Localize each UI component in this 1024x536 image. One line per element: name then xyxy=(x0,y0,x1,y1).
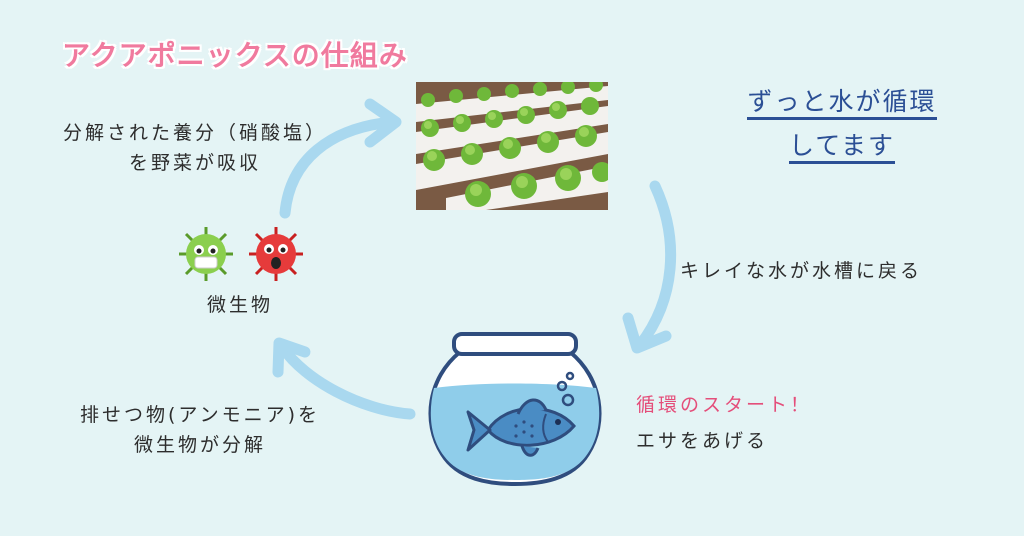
nutrient-absorb-line2: を野菜が吸収 xyxy=(128,152,261,174)
fish-icon xyxy=(466,398,576,457)
start-label: 循環のスタート！ エサをあげる xyxy=(636,390,856,456)
fishbowl-icon xyxy=(428,332,602,487)
start-line2: エサをあげる xyxy=(636,430,769,452)
page-title: アクアポニックスの仕組み xyxy=(62,39,408,72)
waste-decompose-line2: 微生物が分解 xyxy=(133,434,266,456)
arrow-to-tank xyxy=(634,180,677,351)
arrow-head-tank xyxy=(622,312,672,354)
arrow-head-vegetables xyxy=(364,98,402,148)
loop-note: ずっと水が循環 してます xyxy=(722,80,962,168)
loop-note-line1: ずっと水が循環 xyxy=(747,87,937,120)
arrow-to-vegetables xyxy=(279,116,398,219)
arrow-to-microbes xyxy=(277,342,416,420)
nutrient-absorb-line1: 分解された養分（硝酸塩） xyxy=(62,122,327,144)
red-microbe-icon xyxy=(249,227,303,281)
loop-note-line2: してます xyxy=(788,131,895,164)
microbes-label: 微生物 xyxy=(206,294,273,316)
waste-decompose-label: 排せつ物(アンモニア)を 微生物が分解 xyxy=(30,400,370,460)
arrow-head-microbes xyxy=(272,337,311,378)
clean-water-label: キレイな水が水槽に戻る xyxy=(680,260,923,282)
microbes-illustration xyxy=(179,227,303,281)
start-line1: 循環のスタート！ xyxy=(636,394,813,416)
hydroponic-lettuce-photo xyxy=(416,82,608,210)
waste-decompose-line1: 排せつ物(アンモニア)を xyxy=(79,404,321,426)
nutrient-absorb-label: 分解された養分（硝酸塩） を野菜が吸収 xyxy=(20,118,370,178)
green-microbe-icon xyxy=(179,227,233,281)
